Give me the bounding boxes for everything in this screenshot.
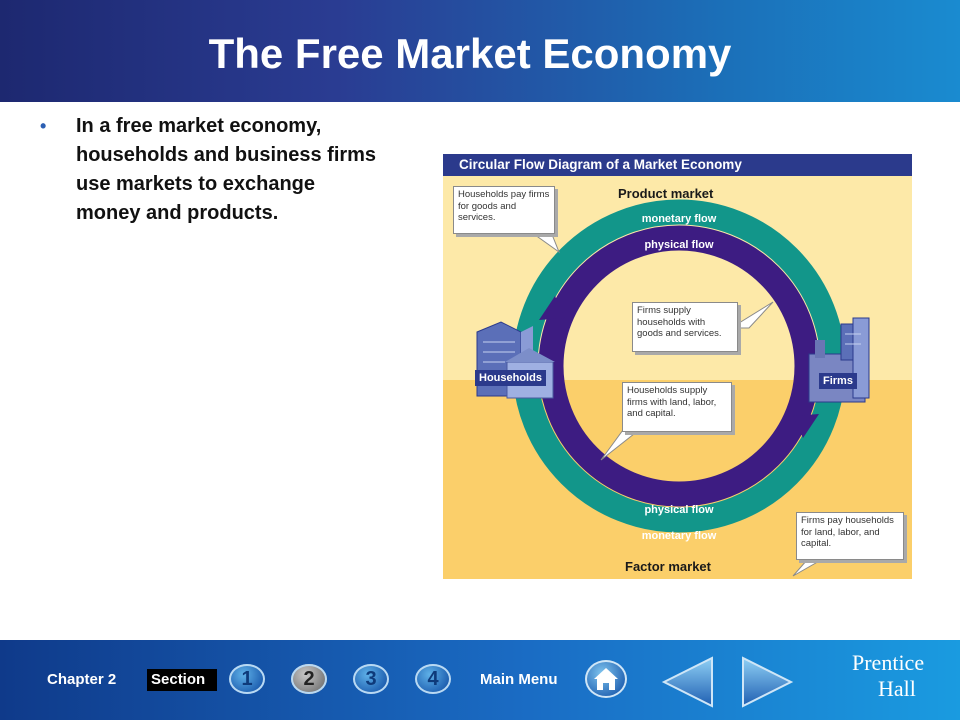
section-2-button[interactable]: 2 [291,664,327,694]
physical-flow-ring [538,225,820,507]
arrowhead-inner-right [793,414,819,438]
prentice-hall-logo: Prentice Hall [852,650,924,702]
product-market-label: Product market [618,186,714,201]
callout-firms-supply: Firms supply households with goods and s… [632,302,738,352]
circular-flow-diagram: Circular Flow Diagram of a Market Econom… [443,154,912,579]
section-label: Section [147,669,217,691]
flow-label-bottom-inner: physical flow [644,504,714,516]
flow-label-bottom-outer: monetary flow [642,530,717,542]
chapter-label: Chapter 2 [47,671,117,688]
callout-pointer-households-supply [600,429,641,461]
diagram-title: Circular Flow Diagram of a Market Econom… [443,154,912,176]
bullet-point: • In a free market economy, households a… [40,112,380,228]
forward-arrow-icon[interactable] [735,654,795,710]
home-button[interactable] [585,660,627,698]
households-label: Households [475,370,546,386]
section-4-button[interactable]: 4 [415,664,451,694]
flow-label-top-inner: physical flow [644,239,714,251]
monetary-flow-ring [512,199,846,533]
logo-line-2: Hall [878,676,916,701]
main-menu-link[interactable]: Main Menu [480,671,558,688]
callout-pointer-firms-supply [729,301,774,329]
home-icon [594,668,618,690]
flow-label-top-outer: monetary flow [642,213,717,225]
callout-households-pay: Households pay firms for goods and servi… [453,186,555,234]
arrowhead-inner-left [539,296,565,320]
bullet-text: In a free market economy, households and… [76,115,377,224]
title-bar: The Free Market Economy [0,0,960,102]
callout-firms-pay: Firms pay households for land, labor, an… [796,512,904,560]
section-3-button[interactable]: 3 [353,664,389,694]
firms-label: Firms [819,373,857,389]
section-1-button[interactable]: 1 [229,664,265,694]
callout-households-supply: Households supply firms with land, labor… [622,382,732,432]
callout-pointer-households-pay [529,231,561,254]
factor-market-label: Factor market [625,559,711,574]
logo-line-1: Prentice [852,650,925,675]
bullet-dot-icon: • [40,116,47,136]
back-arrow-icon[interactable] [660,654,720,710]
callout-pointer-firms-pay [792,559,823,577]
slide-title: The Free Market Economy [208,30,732,77]
